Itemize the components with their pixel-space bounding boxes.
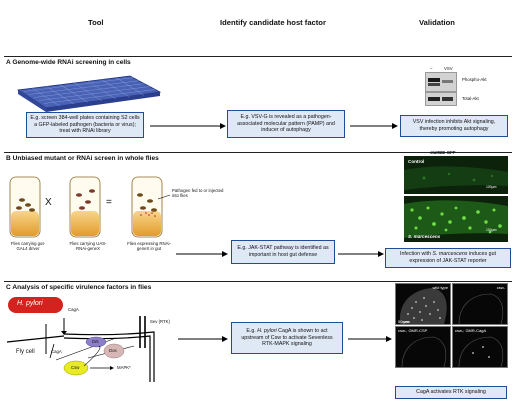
section-a-validation-box: VSV infection inhibits Akt signaling, th…: [400, 115, 508, 137]
blot-lane-vsv: VSV: [444, 66, 453, 71]
disc-texture: [399, 288, 447, 324]
section-c-identify-box: E.g. H. pylori CagA is shown to act upst…: [231, 322, 343, 354]
disc-texture: [401, 336, 447, 368]
sev-label: Sev (RTK): [150, 319, 170, 324]
arrow-icon: [178, 336, 228, 342]
dos-label: Dos: [109, 348, 117, 353]
fly-cell-label: Fly cell: [16, 349, 35, 355]
cross-equals: =: [106, 197, 112, 208]
csw-label: Csw: [71, 365, 80, 370]
section-b-rule: [4, 152, 512, 153]
infected-label: S. marcescens: [408, 234, 441, 239]
panel-wild-type: wild type 50 μm: [395, 283, 451, 325]
control-label: Control: [408, 159, 425, 164]
fly-vials-image: [9, 176, 171, 238]
infected-gut-image: S. marcescens 100μm: [404, 196, 508, 242]
panel-csw-gmr-csp: csw-; GMR-CSP: [395, 326, 451, 368]
scale-bar-label: 100μm: [486, 228, 497, 232]
header-validation: Validation: [419, 18, 455, 27]
panel-label: csw-; GMR-CSP: [398, 328, 428, 333]
scale-bar-label: 50 μm: [398, 319, 410, 324]
section-b-validation-box: Infection with S. marcescens induces gut…: [385, 248, 511, 268]
section-a-tool-box: E.g. screen 384-well plates containing S…: [26, 112, 144, 138]
panel-label: csw-: [496, 285, 505, 290]
section-b-identify-box: E.g. JAK-STAT pathway is identified as i…: [231, 240, 335, 264]
blot-phospho-panel: [425, 72, 457, 92]
section-b-title: B Unbiased mutant or RNAi screen in whol…: [6, 155, 159, 162]
control-gut-image: Control 100μm: [404, 156, 508, 194]
vial2-label: Flies carrying UAS-RNAi-geneX: [69, 241, 107, 251]
arrow-icon: [338, 251, 384, 257]
section-a-title: A Genome-wide RNAi screening in cells: [6, 59, 131, 66]
vial3-label: Flies expressing RNAi-geneX in gut: [127, 241, 171, 251]
drk-label: Drk: [92, 339, 99, 344]
panel-csw: csw-: [452, 283, 508, 325]
blot-lane-minus: –: [430, 66, 433, 71]
cross-x: X: [45, 197, 52, 208]
blot-row1-label: Phospho-Akt: [462, 77, 487, 82]
caga-label: CagA: [68, 307, 79, 312]
pathogen-name: H. pylori: [17, 300, 43, 307]
blot-band: [428, 78, 440, 82]
well-plate-image: [16, 75, 162, 112]
arrow-icon: [150, 123, 226, 129]
section-a-identify-box: E.g. VSV-G is revealed as a pathogen-ass…: [227, 110, 345, 138]
panel-csw-gmr-caga: csw-; GMR-CagA: [452, 326, 508, 368]
panel-label: csw-; GMR-CagA: [455, 328, 487, 333]
disc-texture: [458, 336, 504, 368]
arrow-icon: [348, 336, 392, 342]
vial1-label: Flies carrying gut-GAL4 driver: [10, 241, 46, 251]
signaling-schematic: [6, 316, 155, 382]
blot-band: [442, 80, 453, 83]
infected-gut-texture: [404, 200, 508, 238]
section-c-validation-box: CagA activates RTK signaling: [395, 386, 507, 399]
section-c-title: C Analysis of specific virulence factors…: [6, 284, 152, 291]
scale-bar-label: 100μm: [486, 185, 497, 189]
caga2-label: CagA: [51, 349, 62, 354]
section-a-rule: [4, 56, 512, 57]
panel-label: wild type: [432, 285, 448, 290]
arrow-icon: [176, 251, 228, 257]
image-title: stat92E-GFP: [430, 150, 456, 155]
blot-total-panel: [425, 92, 457, 106]
hpylori-bacterium: H. pylori: [8, 297, 63, 313]
header-tool: Tool: [88, 18, 104, 27]
section-c-rule: [4, 281, 512, 282]
control-gut-texture: [404, 166, 508, 190]
header-identify: Identify candidate host factor: [220, 18, 326, 27]
blot-band: [442, 97, 453, 101]
disc-texture: [458, 293, 504, 325]
mapk-label: MAPK*: [117, 365, 131, 370]
blot-row2-label: Total-Akt: [462, 96, 479, 101]
blot-band: [428, 97, 440, 101]
arrow-icon: [350, 123, 398, 129]
pathogen-label: Pathogen fed to or injected into flies: [172, 188, 224, 198]
blot-band: [428, 83, 440, 86]
